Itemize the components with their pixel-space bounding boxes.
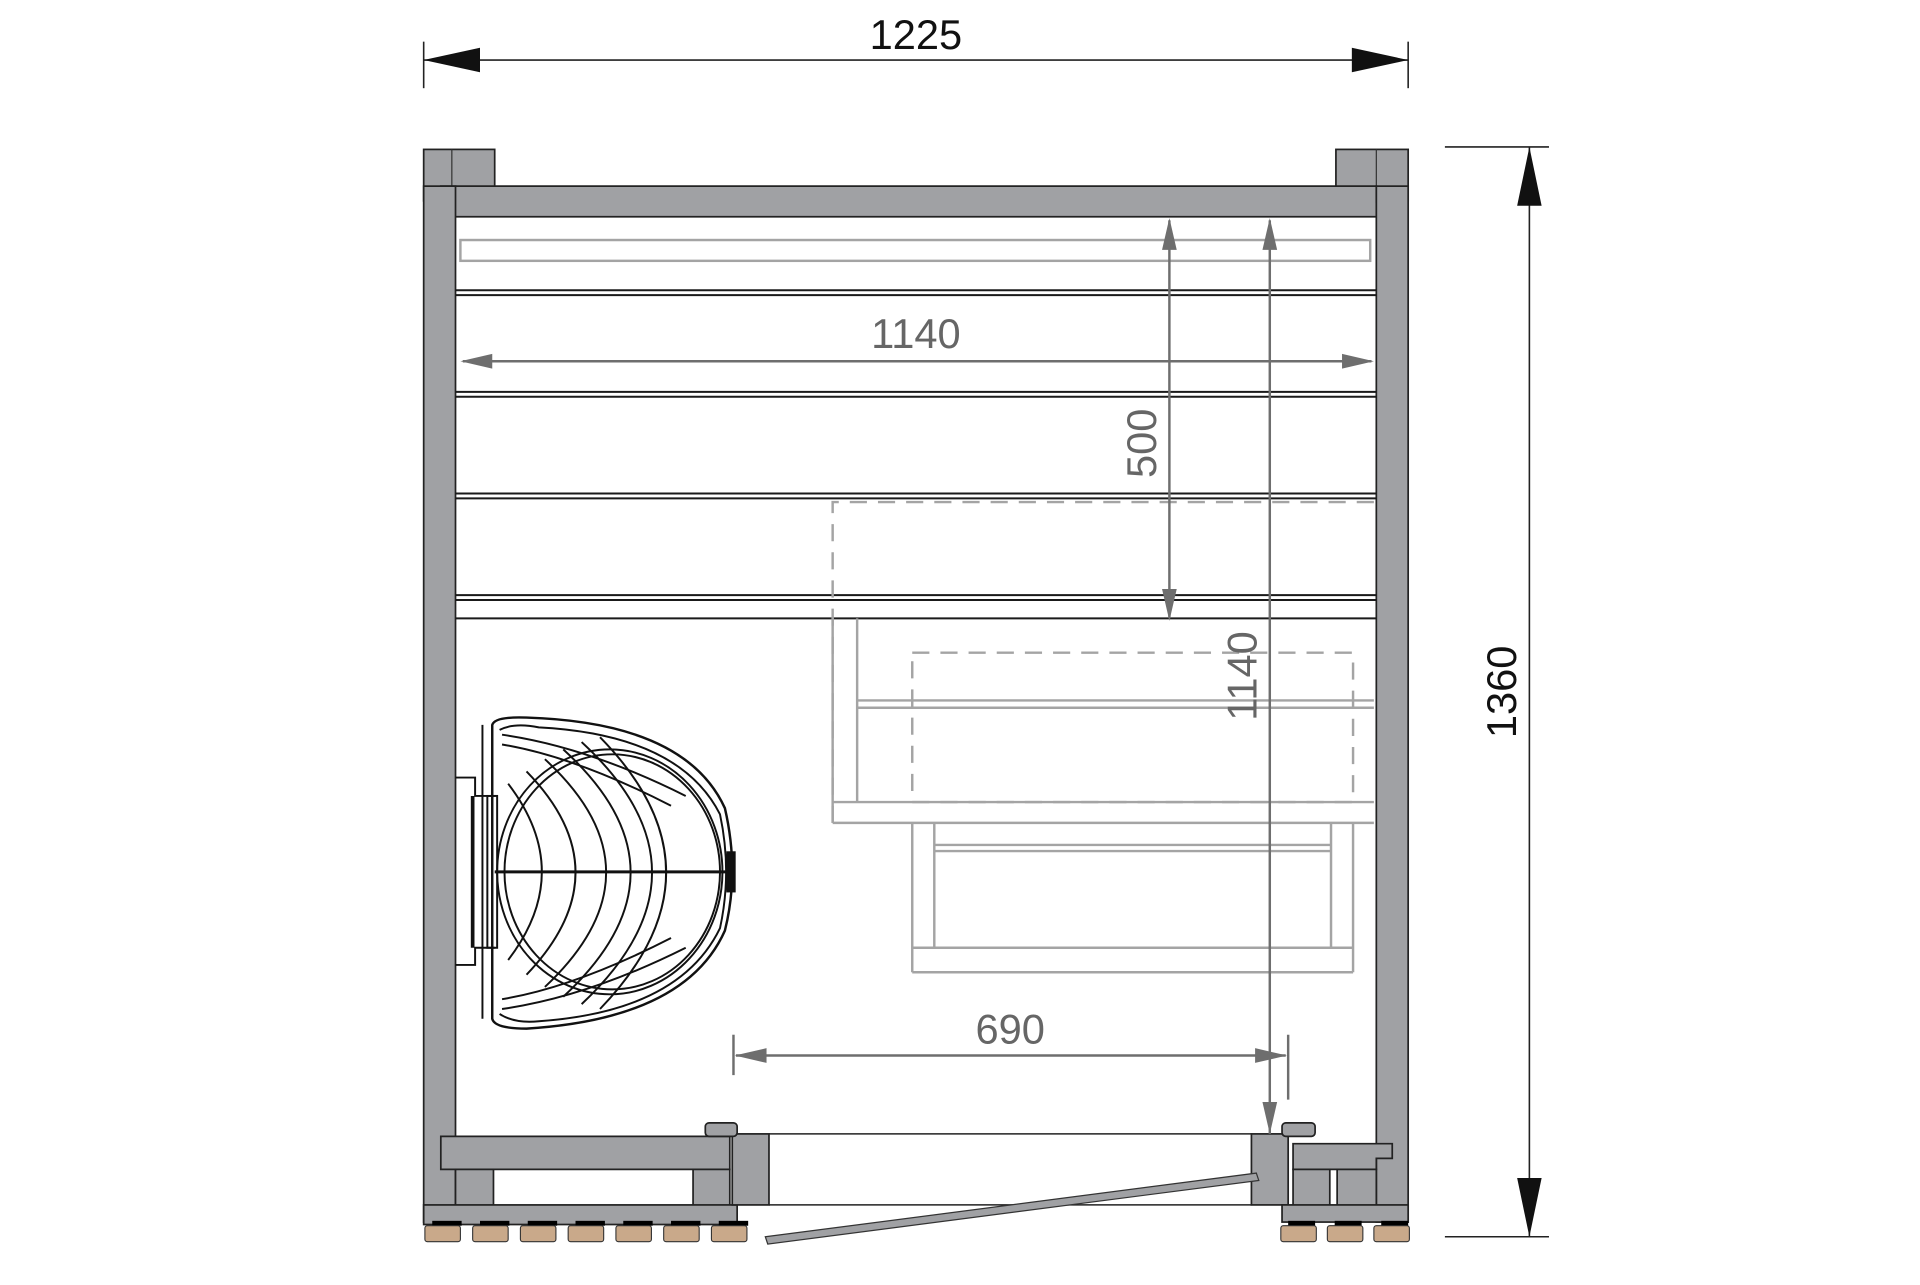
front-left-post-b [692, 1168, 731, 1207]
door-jamb-right [1250, 1133, 1290, 1206]
back-wall [439, 185, 1394, 218]
inner-width-label: 1140 [871, 310, 961, 357]
front-wall-left-beam [439, 1135, 731, 1171]
hinge-left [704, 1122, 739, 1138]
arrow-right-icon [1255, 1048, 1287, 1063]
front-right-post-b [1336, 1168, 1378, 1207]
bench-depth-label: 500 [1118, 409, 1165, 478]
inner-width-dimension [460, 353, 1374, 369]
left-wall [422, 185, 457, 1223]
front-left-post-a [454, 1168, 495, 1207]
sauna-walls [422, 148, 1410, 1226]
front-right-post-a [1292, 1168, 1331, 1207]
arrow-up-icon [1262, 217, 1278, 250]
overall-depth-dimension: 1360 [1444, 146, 1549, 1238]
feet-right [1280, 1220, 1410, 1243]
arrow-down-icon [1162, 589, 1177, 621]
door-opening-label: 690 [975, 1005, 1044, 1052]
inner-depth-label: 1140 [1218, 631, 1265, 721]
arrow-down-icon [1517, 1177, 1542, 1237]
door-leaf[interactable] [764, 1172, 1260, 1245]
arrow-up-icon [1517, 146, 1542, 206]
foot-step [911, 822, 1355, 974]
bench-depth-dimension [1162, 217, 1177, 621]
inner-depth-dimension [1262, 217, 1290, 1134]
arrow-up-icon [1162, 217, 1177, 250]
arrow-right-icon [1351, 47, 1409, 73]
front-right-sill [1281, 1204, 1410, 1223]
upper-bench [455, 289, 1377, 620]
sauna-heater-icon [455, 716, 736, 1030]
overall-width-label: 1225 [870, 11, 963, 58]
door-threshold [768, 1133, 1252, 1206]
overall-width-dimension: 1225 [422, 11, 1409, 89]
arrow-left-icon [460, 353, 493, 369]
feet-left [424, 1220, 749, 1243]
arrow-down-icon [1262, 1102, 1278, 1134]
door-opening-dimension [732, 1034, 1287, 1076]
arrow-left-icon [734, 1048, 767, 1063]
lower-bench [831, 500, 1377, 825]
arrow-right-icon [1342, 353, 1374, 369]
arrow-left-icon [423, 47, 480, 73]
hinge-right [1281, 1122, 1316, 1138]
backrest [459, 238, 1372, 263]
right-wall [1375, 185, 1410, 1223]
overall-depth-label: 1360 [1478, 646, 1525, 739]
door-jamb-left [731, 1133, 770, 1206]
